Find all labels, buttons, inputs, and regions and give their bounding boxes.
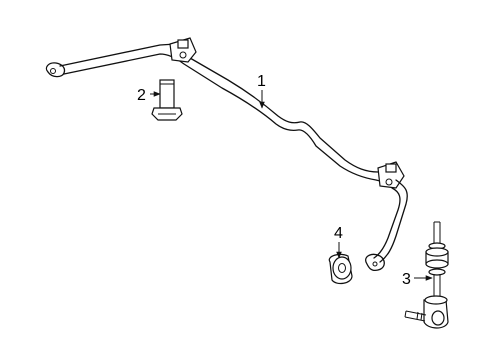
stabilizer-link [404, 221, 449, 329]
callout-4: 4 [334, 225, 343, 242]
bushing [328, 242, 353, 285]
stabilizer-bar [45, 37, 408, 272]
callout-2: 2 [137, 87, 146, 104]
callout-1: 1 [257, 73, 266, 90]
callout-3: 3 [402, 271, 411, 288]
bracket-bolt [150, 79, 183, 121]
